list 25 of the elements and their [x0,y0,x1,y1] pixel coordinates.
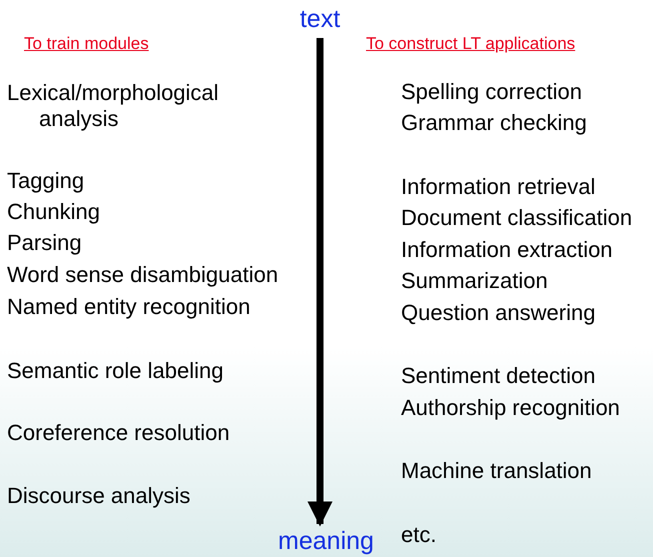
list-item: Authorship recognition [401,395,620,421]
list-item: Machine translation [401,458,592,484]
column-heading: To train modules [24,34,149,54]
list-item: etc. [401,522,436,548]
list-item: Question answering [401,300,596,326]
list-item: Word sense disambiguation [7,262,278,288]
list-item: Information retrieval [401,174,596,200]
list-item: Spelling correction [401,79,582,105]
list-item: Grammar checking [401,110,587,136]
list-item: Semantic role labeling [7,358,224,384]
list-item: Discourse analysis [7,483,190,509]
list-item: Named entity recognition [7,294,250,320]
list-item: Lexical/morphological analysis [7,80,220,132]
list-item: Tagging [7,168,84,194]
list-item: Parsing [7,230,82,256]
arrow [307,38,333,527]
list-item: Chunking [7,199,100,225]
list-item: Document classification [401,205,632,231]
list-item: Summarization [401,268,548,294]
list-item: Information extraction [401,237,613,263]
column-heading: To construct LT applications [366,34,576,54]
list-item: Coreference resolution [7,420,230,446]
axis-label: text [290,4,350,34]
axis-label: meaning [266,526,386,556]
list-item: Sentiment detection [401,363,596,389]
